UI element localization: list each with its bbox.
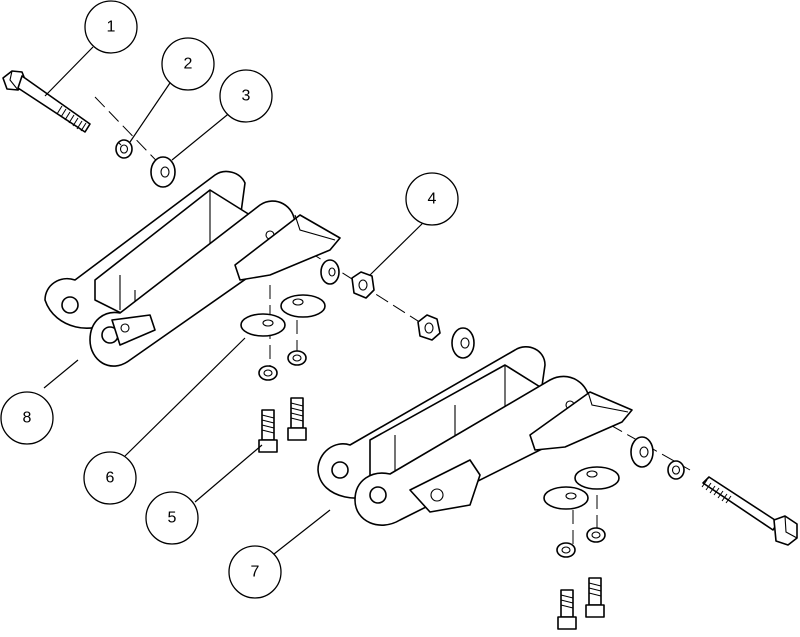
hex-bolt-top <box>2 70 91 133</box>
callout-5: 5 <box>145 491 199 545</box>
leader-lines <box>43 46 429 555</box>
svg-text:6: 6 <box>106 470 115 487</box>
svg-text:8: 8 <box>23 410 32 427</box>
svg-text:3: 3 <box>242 88 251 105</box>
lock-washer-top <box>115 139 133 159</box>
spacer-washers-upper <box>240 294 326 337</box>
svg-text:7: 7 <box>251 564 260 581</box>
svg-text:4: 4 <box>428 191 437 208</box>
callout-6: 6 <box>83 451 137 505</box>
bracket-upper <box>44 170 341 367</box>
callout-8: 8 <box>0 391 54 445</box>
callout-7: 7 <box>228 545 282 599</box>
lock-washer-lower-right <box>667 460 685 480</box>
washer-lower-right <box>630 436 654 468</box>
nut-washer-group-lower <box>417 314 475 359</box>
callout-1: 1 <box>84 0 138 54</box>
callout-2: 2 <box>161 37 215 91</box>
svg-text:5: 5 <box>168 510 177 527</box>
bolt-set-lower <box>556 527 606 630</box>
spacer-washers-lower <box>543 466 620 510</box>
flat-washer-top <box>150 156 176 188</box>
bolt-set-upper <box>258 350 307 453</box>
callouts: 1 2 3 4 5 6 7 8 <box>0 0 459 599</box>
svg-text:2: 2 <box>184 56 193 73</box>
callout-3: 3 <box>219 69 273 123</box>
bracket-lower <box>317 346 633 526</box>
hex-bolt-lower-right <box>701 476 798 546</box>
svg-text:1: 1 <box>107 19 116 36</box>
nut-washer-group-upper <box>320 259 375 299</box>
callout-4: 4 <box>405 172 459 226</box>
